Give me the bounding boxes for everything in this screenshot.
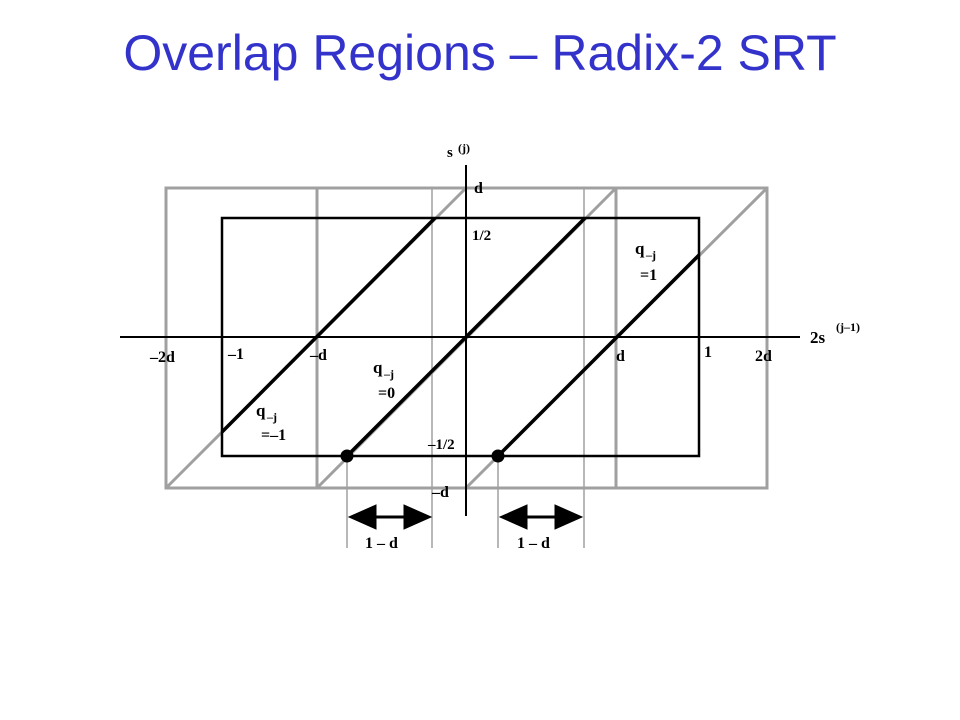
y-tick-d: d bbox=[474, 180, 483, 197]
y-tick-neg-d: –d bbox=[431, 484, 449, 501]
overlap-arrow-right bbox=[498, 504, 584, 530]
y-tick-half: 1/2 bbox=[472, 228, 491, 244]
svg-text:–j: –j bbox=[383, 367, 394, 381]
x-tick-neg-d: –d bbox=[309, 347, 327, 364]
overlap-point-left bbox=[340, 449, 354, 463]
x-tick-d: d bbox=[616, 348, 625, 365]
region-label-q-1: q –j =1 bbox=[635, 239, 657, 284]
line-q-0 bbox=[345, 216, 587, 458]
slide-title: Overlap Regions – Radix-2 SRT bbox=[123, 25, 837, 81]
y-tick-neg-half: –1/2 bbox=[427, 437, 455, 453]
svg-text:q: q bbox=[635, 239, 645, 258]
x-tick-neg-1: –1 bbox=[227, 346, 244, 363]
x-tick-2d: 2d bbox=[755, 348, 772, 365]
overlap-arrow-left bbox=[347, 504, 433, 530]
x-tick-1: 1 bbox=[704, 344, 712, 361]
overlap-label-right: 1 – d bbox=[517, 535, 550, 552]
overlap-label-left: 1 – d bbox=[365, 535, 398, 552]
region-label-q-neg1: q –j =–1 bbox=[256, 401, 286, 444]
svg-text:q: q bbox=[256, 401, 266, 420]
x-tick-neg-2d: –2d bbox=[149, 349, 175, 366]
overlap-point-right bbox=[491, 449, 505, 463]
svg-text:–j: –j bbox=[645, 248, 656, 262]
svg-text:=0: =0 bbox=[378, 385, 395, 402]
region-label-q-0: q –j =0 bbox=[373, 358, 395, 402]
line-q-1 bbox=[496, 253, 701, 458]
svg-text:=–1: =–1 bbox=[261, 427, 286, 444]
selection-lines bbox=[220, 216, 701, 458]
svg-text:q: q bbox=[373, 358, 383, 377]
svg-text:=1: =1 bbox=[640, 267, 657, 284]
y-axis-superscript: (j) bbox=[458, 141, 470, 155]
svg-text:–j: –j bbox=[266, 410, 277, 424]
line-q-neg1 bbox=[220, 216, 437, 434]
x-axis-superscript: (j–1) bbox=[836, 320, 860, 334]
y-axis-label: s bbox=[447, 145, 453, 161]
x-axis-label: 2s bbox=[810, 328, 826, 347]
